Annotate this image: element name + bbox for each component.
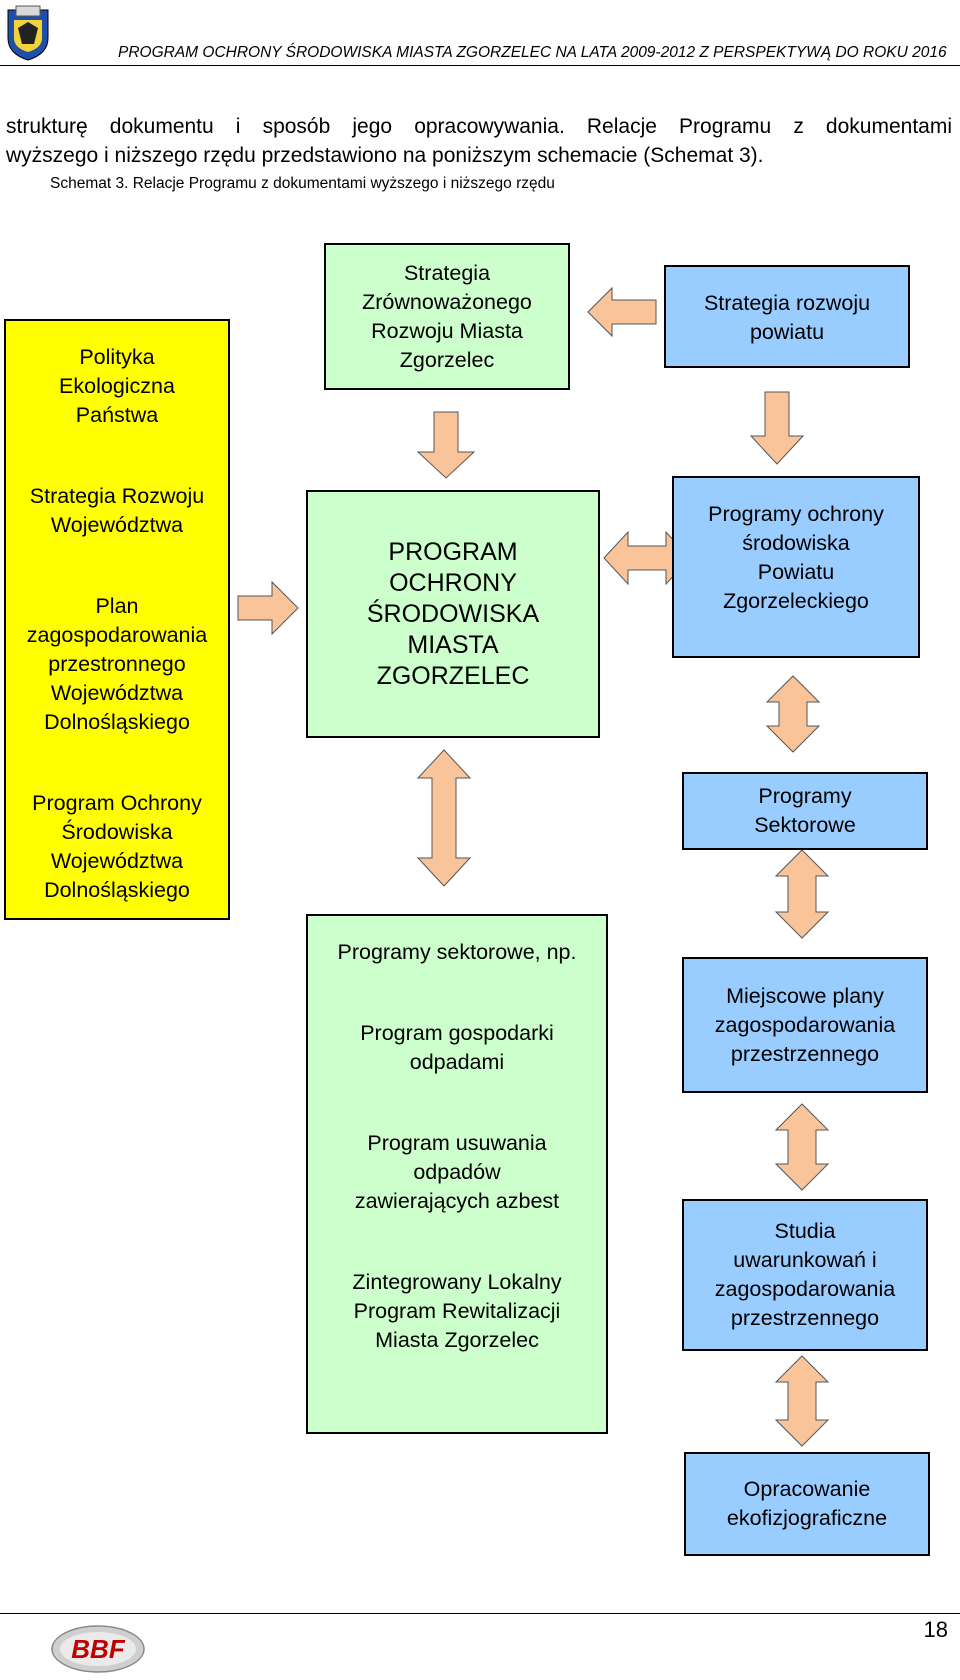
bbf-logo: BBF (50, 1623, 146, 1675)
main-program-label: PROGRAM OCHRONY ŚRODOWISKA MIASTA ZGORZE… (366, 537, 540, 690)
voivodeship-spatial-plan-label: Plan zagospodarowania przestronnego Woje… (26, 594, 208, 734)
arrow-double-sector-local (774, 849, 830, 939)
header-divider (0, 65, 960, 66)
arrow-double-program-list (416, 749, 472, 887)
arrow-double-studies-eco (774, 1355, 830, 1447)
county-environmental-programs-box: Programy ochrony środowiska Powiatu Zgor… (672, 476, 920, 658)
waste-management-program: Program gospodarki odpadami (360, 1021, 554, 1074)
intro-paragraph-line-1: strukturę dokumentu i sposób jego opraco… (6, 115, 952, 138)
voivodeship-development-strategy-label: Strategia Rozwoju Województwa (29, 484, 205, 537)
arrow-double-county-sector (765, 675, 821, 753)
bbf-logo-text: BBF (71, 1634, 125, 1664)
voivodeship-environmental-program-label: Program Ochrony Środowiska Województwa D… (32, 791, 202, 902)
sectoral-programs-intro: Programy sektorowe, np. (337, 940, 577, 964)
city-strategy-label: Strategia Zrównoważonego Rozwoju Miasta … (362, 260, 532, 372)
revitalization-program: Zintegrowany Lokalny Program Rewitalizac… (352, 1270, 562, 1352)
footer-divider (0, 1613, 960, 1614)
document-header-title: PROGRAM OCHRONY ŚRODOWISKA MIASTA ZGORZE… (118, 44, 947, 61)
ecophysiographic-label: Opracowanie ekofizjograficzne (726, 1477, 888, 1530)
spatial-studies-box: Studia uwarunkowań i zagospodarowania pr… (682, 1199, 928, 1351)
arrow-right-left-to-program (237, 580, 299, 636)
asbestos-removal-program: Program usuwania odpadów zawierających a… (354, 1131, 560, 1213)
county-strategy-label: Strategia rozwoju powiatu (703, 291, 871, 344)
county-development-strategy-box: Strategia rozwoju powiatu (664, 265, 910, 368)
studies-label: Studia uwarunkowań i zagospodarowania pr… (714, 1219, 896, 1330)
diagram-caption: Schemat 3. Relacje Programu z dokumentam… (50, 175, 555, 192)
sector-programs-box: Programy Sektorowe (682, 772, 928, 850)
sector-programs-label: Programy Sektorowe (754, 784, 856, 837)
arrow-down-strategy-to-program (416, 411, 476, 479)
intro-paragraph-line-2: wyższego i niższego rzędu przedstawiono … (6, 144, 764, 167)
local-plans-label: Miejscowe plany zagospodarowania przestr… (714, 983, 896, 1066)
arrow-double-local-studies (774, 1103, 830, 1191)
main-environmental-program-box: PROGRAM OCHRONY ŚRODOWISKA MIASTA ZGORZE… (306, 490, 600, 738)
arrow-left-county-to-strategy (587, 286, 657, 338)
local-spatial-plans-box: Miejscowe plany zagospodarowania przestr… (682, 957, 928, 1093)
city-crest-logo (4, 4, 52, 62)
page-number: 18 (923, 1617, 948, 1642)
sectoral-programs-list-box: Programy sektorowe, np. Program gospodar… (306, 914, 608, 1434)
ecophysiographic-study-box: Opracowanie ekofizjograficzne (684, 1452, 930, 1556)
higher-level-documents-box: Polityka Ekologiczna Państwa Strategia R… (4, 319, 230, 920)
county-programs-label: Programy ochrony środowiska Powiatu Zgor… (708, 502, 884, 613)
arrow-down-county-strategy (749, 391, 805, 465)
city-sustainable-development-strategy-box: Strategia Zrównoważonego Rozwoju Miasta … (324, 243, 570, 390)
national-ecological-policy-label: Polityka Ekologiczna Państwa (59, 345, 175, 427)
